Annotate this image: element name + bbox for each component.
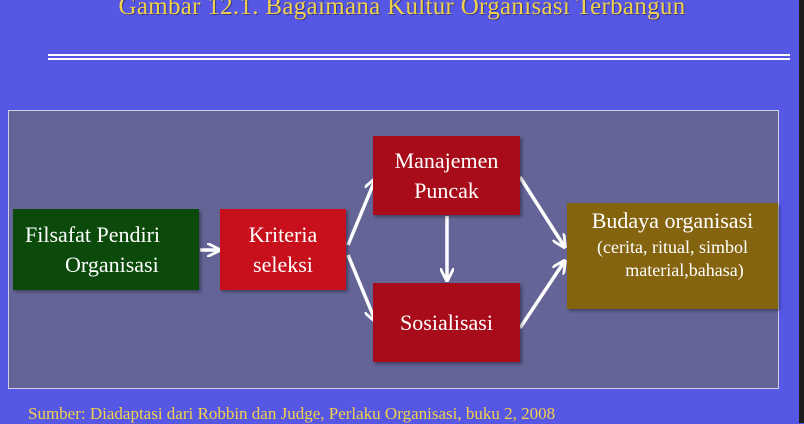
- arrow-top-to-culture: [518, 176, 564, 246]
- node-top-management: Manajemen Puncak: [373, 136, 520, 215]
- slide-title: Gambar 12.1. Bagaimana Kultur Organisasi…: [118, 0, 686, 20]
- node-top-line1: Manajemen: [394, 147, 499, 173]
- node-culture-line2: (cerita, ritual, simbol: [597, 236, 748, 257]
- node-socialization: Sosialisasi: [373, 283, 520, 362]
- node-culture-line3: material,bahasa): [625, 260, 744, 281]
- node-founder-line2: Organisasi: [65, 251, 159, 277]
- arrow-criteria-to-social: [346, 254, 375, 320]
- node-selection-criteria: Kriteria seleksi: [220, 209, 346, 290]
- window-edge: [799, 0, 804, 423]
- node-criteria-line2: seleksi: [253, 251, 313, 277]
- node-founder-philosophy: Filsafat Pendiri Organisasi: [13, 209, 199, 290]
- node-organizational-culture: Budaya organisasi (cerita, ritual, simbo…: [567, 203, 778, 309]
- node-social-line1: Sosialisasi: [400, 309, 493, 335]
- node-founder-line1: Filsafat Pendiri: [25, 221, 161, 247]
- source-note: Sumber: Diadaptasi dari Robbin dan Judge…: [28, 404, 556, 423]
- node-criteria-line1: Kriteria: [248, 221, 318, 247]
- title-underline-top: [48, 54, 790, 56]
- node-top-line2: Puncak: [414, 177, 479, 203]
- title-underline-bottom: [48, 58, 790, 60]
- arrow-social-to-culture: [518, 262, 564, 329]
- arrow-criteria-to-top: [346, 180, 375, 246]
- node-culture-title: Budaya organisasi: [591, 208, 754, 233]
